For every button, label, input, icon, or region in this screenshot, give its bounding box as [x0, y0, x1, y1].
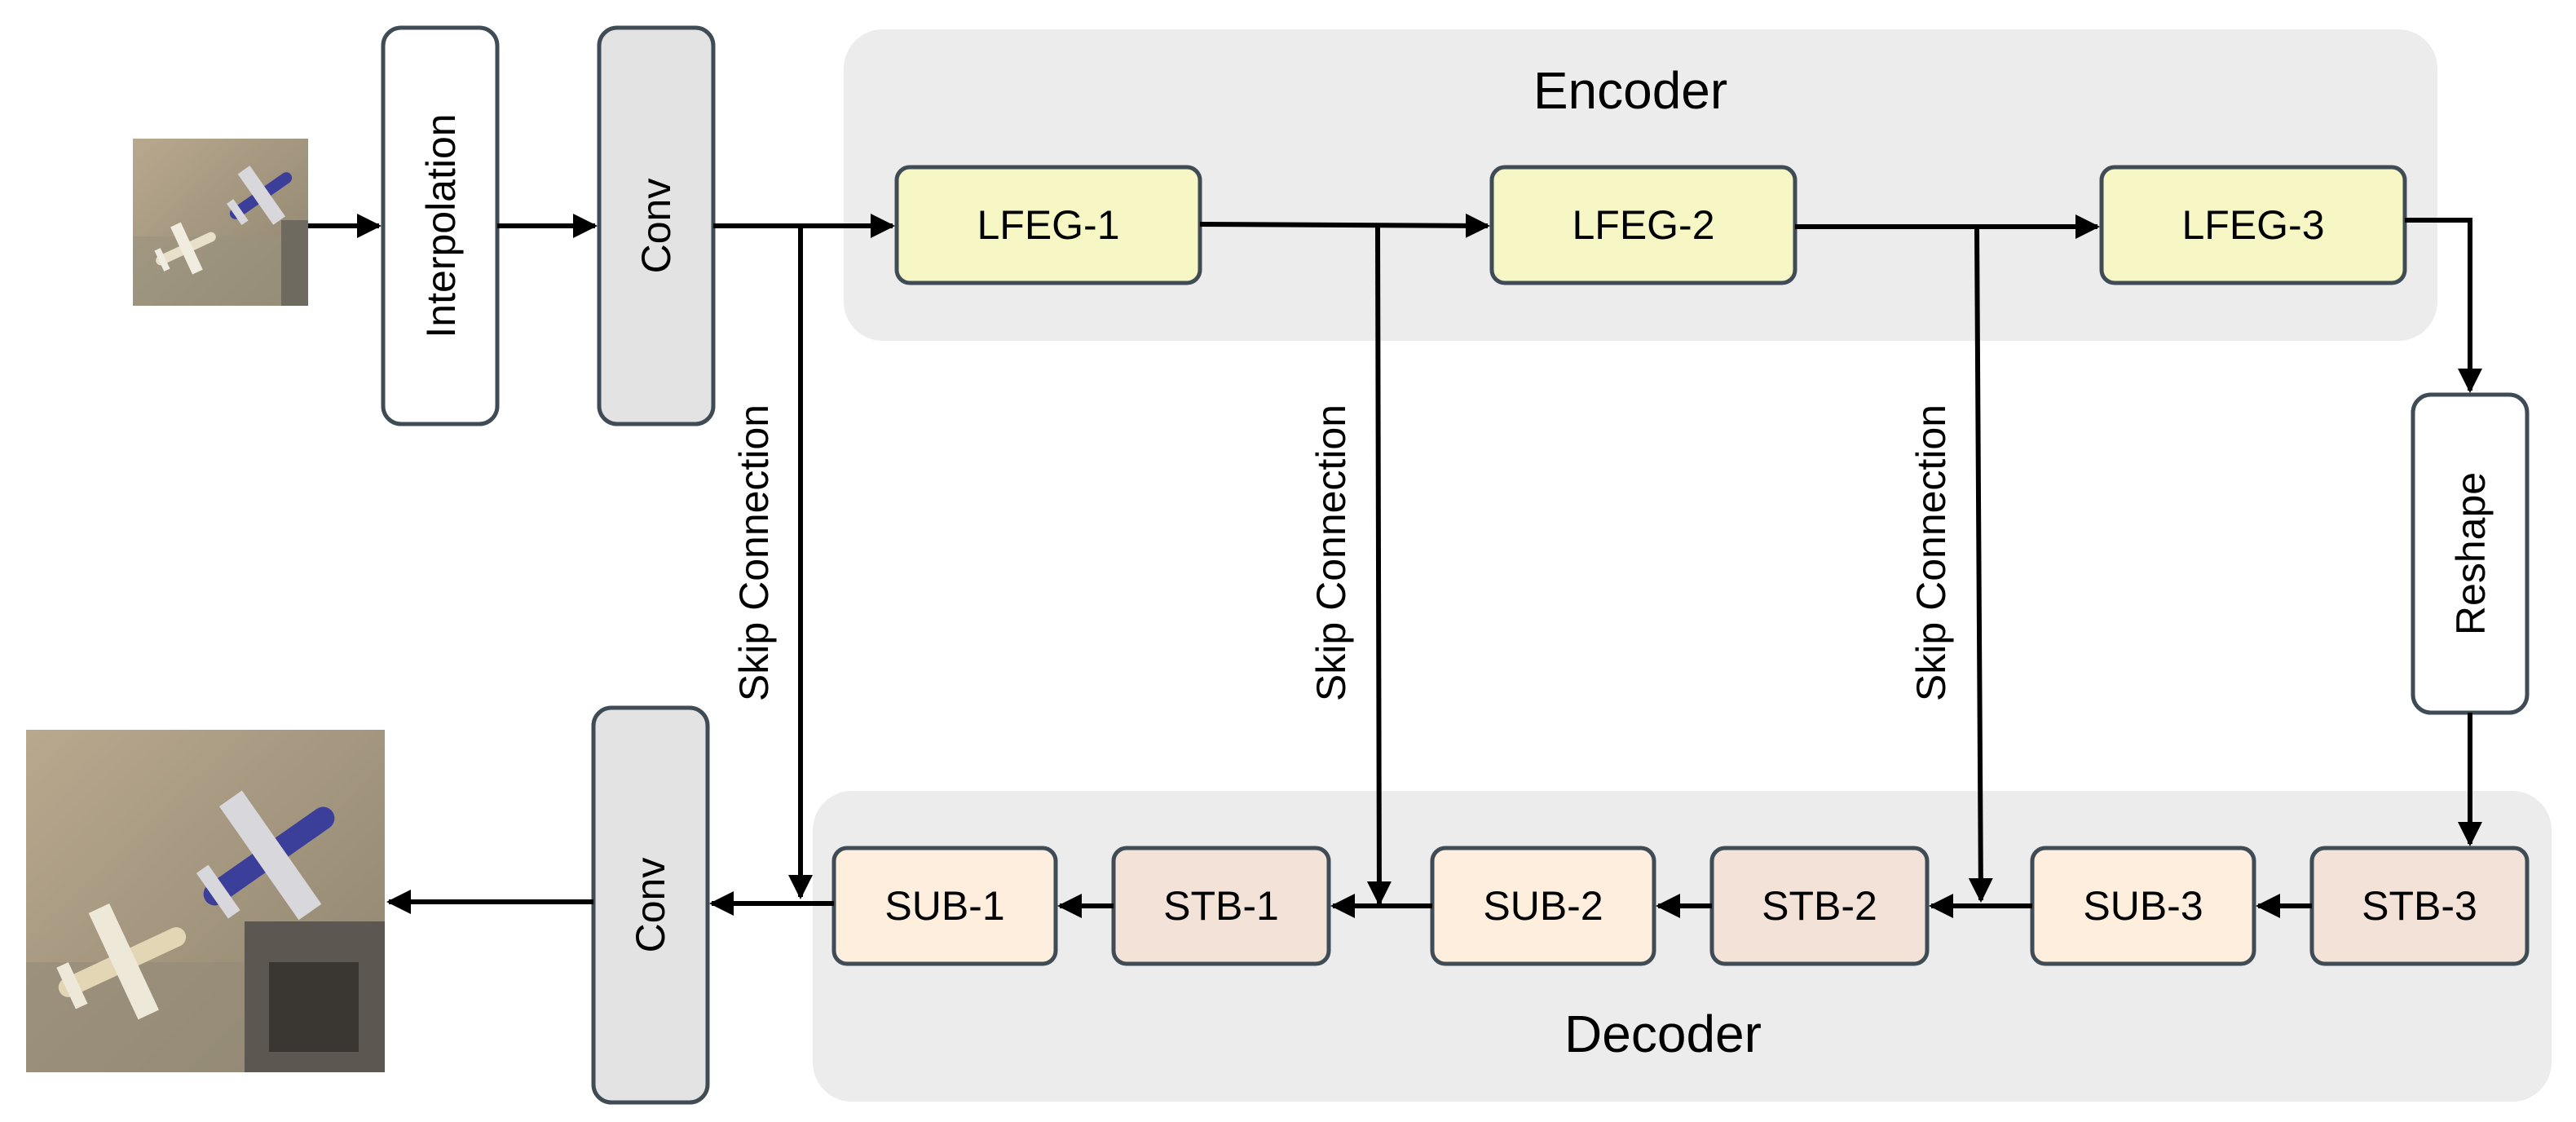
skip-connection-2-label: Skip Connection [1308, 404, 1354, 701]
skip-connection-3-label: Skip Connection [1908, 404, 1954, 701]
arrow-lfeg-3-to-reshape [2405, 218, 2482, 393]
input-image [133, 139, 308, 306]
reshape-label: Reshape [2448, 472, 2494, 635]
stb-2-label: STB-2 [1762, 883, 1877, 929]
lfeg-2-label: LFEG-2 [1572, 202, 1714, 248]
skip-connection-1-label: Skip Connection [731, 404, 777, 701]
lfeg-3-label: LFEG-3 [2181, 202, 2324, 248]
conv-output-block [591, 705, 710, 1105]
skip-connection-2-arrow [1366, 225, 1392, 906]
lfeg-3-block [2099, 165, 2407, 285]
sub-1-label: SUB-1 [884, 883, 1004, 929]
stb-3-label: STB-3 [2362, 883, 2477, 929]
sub-3-label: SUB-3 [2083, 883, 2203, 929]
output-image [26, 730, 385, 1072]
arrow-lfeg-1-to-lfeg-2 [1199, 213, 1490, 238]
encoder-label: Encoder [1533, 61, 1727, 120]
stb-1-label: STB-1 [1163, 883, 1279, 929]
conv-input-label: Conv [633, 179, 679, 274]
sub-2-label: SUB-2 [1483, 883, 1603, 929]
lfeg-1-label: LFEG-1 [977, 202, 1119, 248]
conv-output-label: Conv [628, 858, 673, 953]
skip-connection-3-arrow [1968, 226, 1993, 903]
decoder-label: Decoder [1564, 1005, 1762, 1063]
interpolation-label: Interpolation [418, 113, 464, 338]
